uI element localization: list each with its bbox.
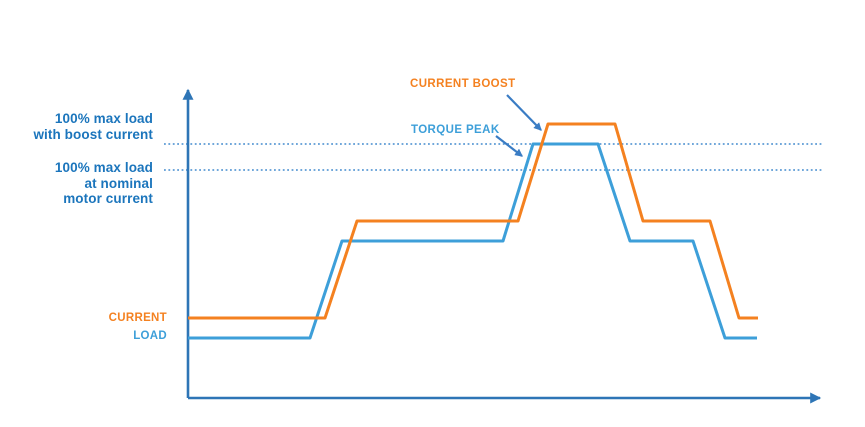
ref-label-max-load-boost-line1: 100% max load <box>54 111 153 126</box>
ref-label-max-load-nominal: 100% max load at nominal motor current <box>55 160 153 207</box>
annotation-label-torque-peak: TORQUE PEAK <box>411 124 500 136</box>
ref-label-max-load-nominal-line1: 100% max load <box>54 160 153 175</box>
ref-label-max-load-nominal-line2: at nominal <box>84 175 153 191</box>
annotation-label-current-boost: CURRENT BOOST <box>410 78 516 90</box>
series-label-load: LOAD <box>133 330 167 342</box>
series-label-current: CURRENT <box>108 312 167 324</box>
ref-label-max-load-boost: 100% max load with boost current <box>33 111 153 142</box>
annotation-arrow-torque-peak <box>495 135 523 157</box>
ref-label-max-load-boost-line2: with boost current <box>33 126 153 142</box>
ref-label-max-load-nominal-line3: motor current <box>63 191 153 206</box>
series-line-current <box>188 122 758 320</box>
annotation-arrow-current-boost <box>506 94 542 131</box>
series-line-load <box>188 142 757 340</box>
